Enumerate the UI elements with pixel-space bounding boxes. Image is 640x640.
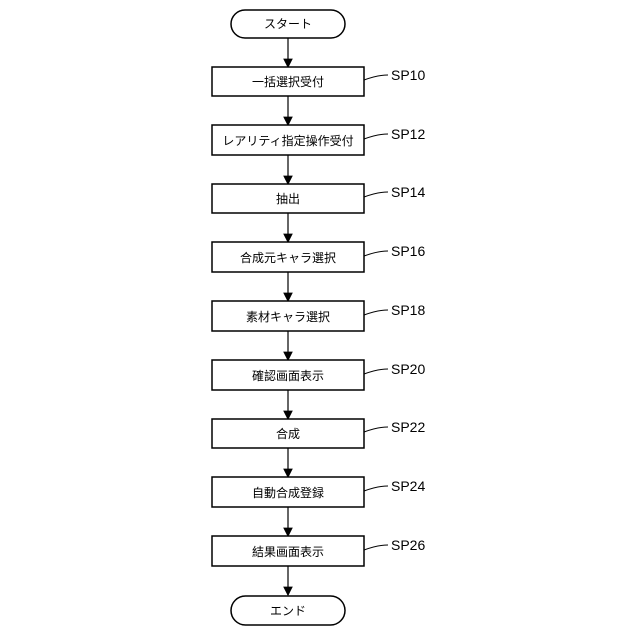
step-label: SP14 — [391, 184, 425, 200]
process-step: レアリティ指定操作受付 SP12 — [212, 125, 425, 155]
step-text: 抽出 — [276, 192, 300, 206]
step-text: 合成 — [276, 426, 300, 441]
process-step: 素材キャラ選択 SP18 — [212, 301, 425, 331]
step-label: SP24 — [391, 478, 425, 494]
step-text: 自動合成登録 — [252, 485, 324, 500]
step-text: レアリティ指定操作受付 — [222, 133, 353, 148]
step-leader — [364, 545, 388, 550]
step-label: SP20 — [391, 361, 425, 377]
step-leader — [364, 134, 388, 139]
end-terminal: エンド — [231, 596, 345, 625]
step-leader — [364, 251, 388, 256]
step-text: 結果画面表示 — [252, 545, 324, 559]
process-step: 一括選択受付 SP10 — [212, 67, 425, 96]
process-step: 自動合成登録 SP24 — [212, 477, 425, 507]
process-step: 結果画面表示 SP26 — [212, 536, 425, 566]
step-label: SP16 — [391, 243, 425, 259]
step-leader — [364, 369, 388, 374]
start-terminal: スタート — [231, 10, 345, 38]
step-text: 合成元キャラ選択 — [240, 250, 336, 265]
step-label: SP26 — [391, 537, 425, 553]
step-label: SP10 — [391, 67, 425, 83]
step-label: SP18 — [391, 302, 425, 318]
step-text: 確認画面表示 — [252, 368, 324, 383]
step-leader — [364, 310, 388, 315]
step-label: SP12 — [391, 126, 425, 142]
end-label: エンド — [270, 604, 306, 618]
process-step: 抽出 SP14 — [212, 184, 425, 213]
process-step: 合成 SP22 — [212, 419, 425, 448]
step-leader — [364, 192, 388, 197]
step-leader — [364, 486, 388, 491]
process-step: 確認画面表示 SP20 — [212, 360, 425, 390]
step-label: SP22 — [391, 419, 425, 435]
process-step: 合成元キャラ選択 SP16 — [212, 242, 425, 272]
step-text: 一括選択受付 — [252, 74, 324, 89]
step-leader — [364, 427, 388, 432]
step-text: 素材キャラ選択 — [246, 310, 330, 324]
start-label: スタート — [264, 17, 312, 31]
step-leader — [364, 75, 388, 80]
